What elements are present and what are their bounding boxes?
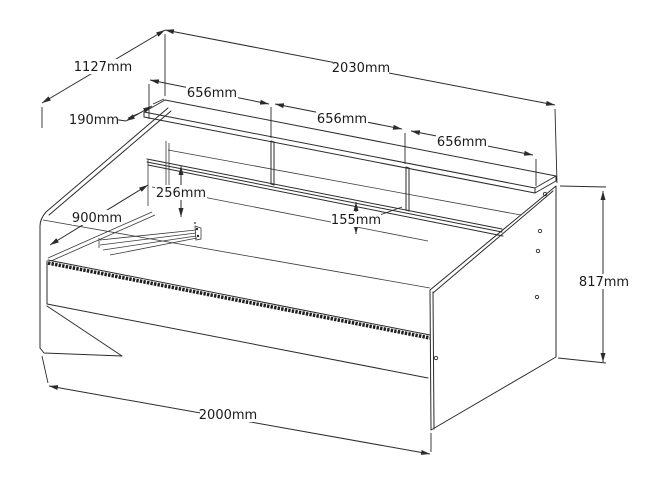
front-rail [46, 259, 431, 379]
strut-screw-dot [194, 222, 196, 224]
dimension-shelf-to-base-height: 256mm [155, 166, 207, 217]
right-side-panel [429, 185, 557, 431]
dimension-overall-depth: 1127mm [41, 29, 166, 128]
dim-label-overall-height: 817mm [579, 275, 629, 290]
left-side-panel [39, 107, 172, 357]
left-panel-outline [39, 107, 172, 357]
dim-label-bed-width: 900mm [72, 211, 122, 226]
strut-lines [98, 225, 202, 256]
dim-label-shelf-to-base-height: 256mm [156, 186, 206, 201]
dimension-bed-width: 900mm [49, 184, 149, 246]
dim-label-bed-length: 2000mm [199, 408, 257, 423]
rail-outline [46, 259, 431, 379]
dim-label-overall-depth: 1127mm [74, 60, 132, 75]
right-panel-outline [429, 185, 557, 431]
dimension-shelf-compartment-2: 656mm [274, 103, 406, 164]
dimensions: 1127mm 2030mm 656mm 656mm 656mm [41, 29, 629, 455]
bed-platform [42, 186, 431, 289]
screw-hole [542, 191, 548, 197]
screw-hole [433, 355, 439, 361]
dim-label-overall-length: 2030mm [332, 61, 390, 76]
platform-lines [42, 186, 431, 289]
dimension-bed-length: 2000mm [41, 355, 432, 455]
screw-hole [534, 294, 540, 300]
support-strut [98, 222, 202, 256]
dim-label-shelf-compartment-3: 656mm [437, 135, 487, 150]
shelf-divider-2 [405, 166, 410, 212]
dim-label-shelf-compartment-1: 656mm [187, 86, 237, 101]
dimension-shelf-compartment-3: 656mm [410, 130, 537, 186]
strut-screw-dot [195, 227, 199, 231]
screw-hole [535, 248, 541, 254]
dimension-overall-length: 2030mm [164, 29, 558, 184]
rail-hatched-top-edge [47, 261, 431, 340]
strut-screw-dot [196, 234, 200, 238]
shelf-divider-1 [270, 140, 275, 186]
dimension-top-shelf-depth: 190mm [69, 98, 165, 128]
dim-label-top-shelf-depth: 190mm [69, 113, 119, 128]
dimension-overall-height: 817mm [557, 185, 629, 364]
dim-label-shelf-opening-height: 155mm [331, 213, 381, 228]
daybed [39, 99, 557, 431]
shelf-bottom-panel-edge [146, 158, 504, 237]
shelf-interior-lines [147, 141, 522, 216]
dim-label-shelf-compartment-2: 656mm [317, 112, 367, 127]
dimension-shelf-opening-height: 155mm [331, 202, 403, 234]
screw-hole [537, 228, 543, 234]
